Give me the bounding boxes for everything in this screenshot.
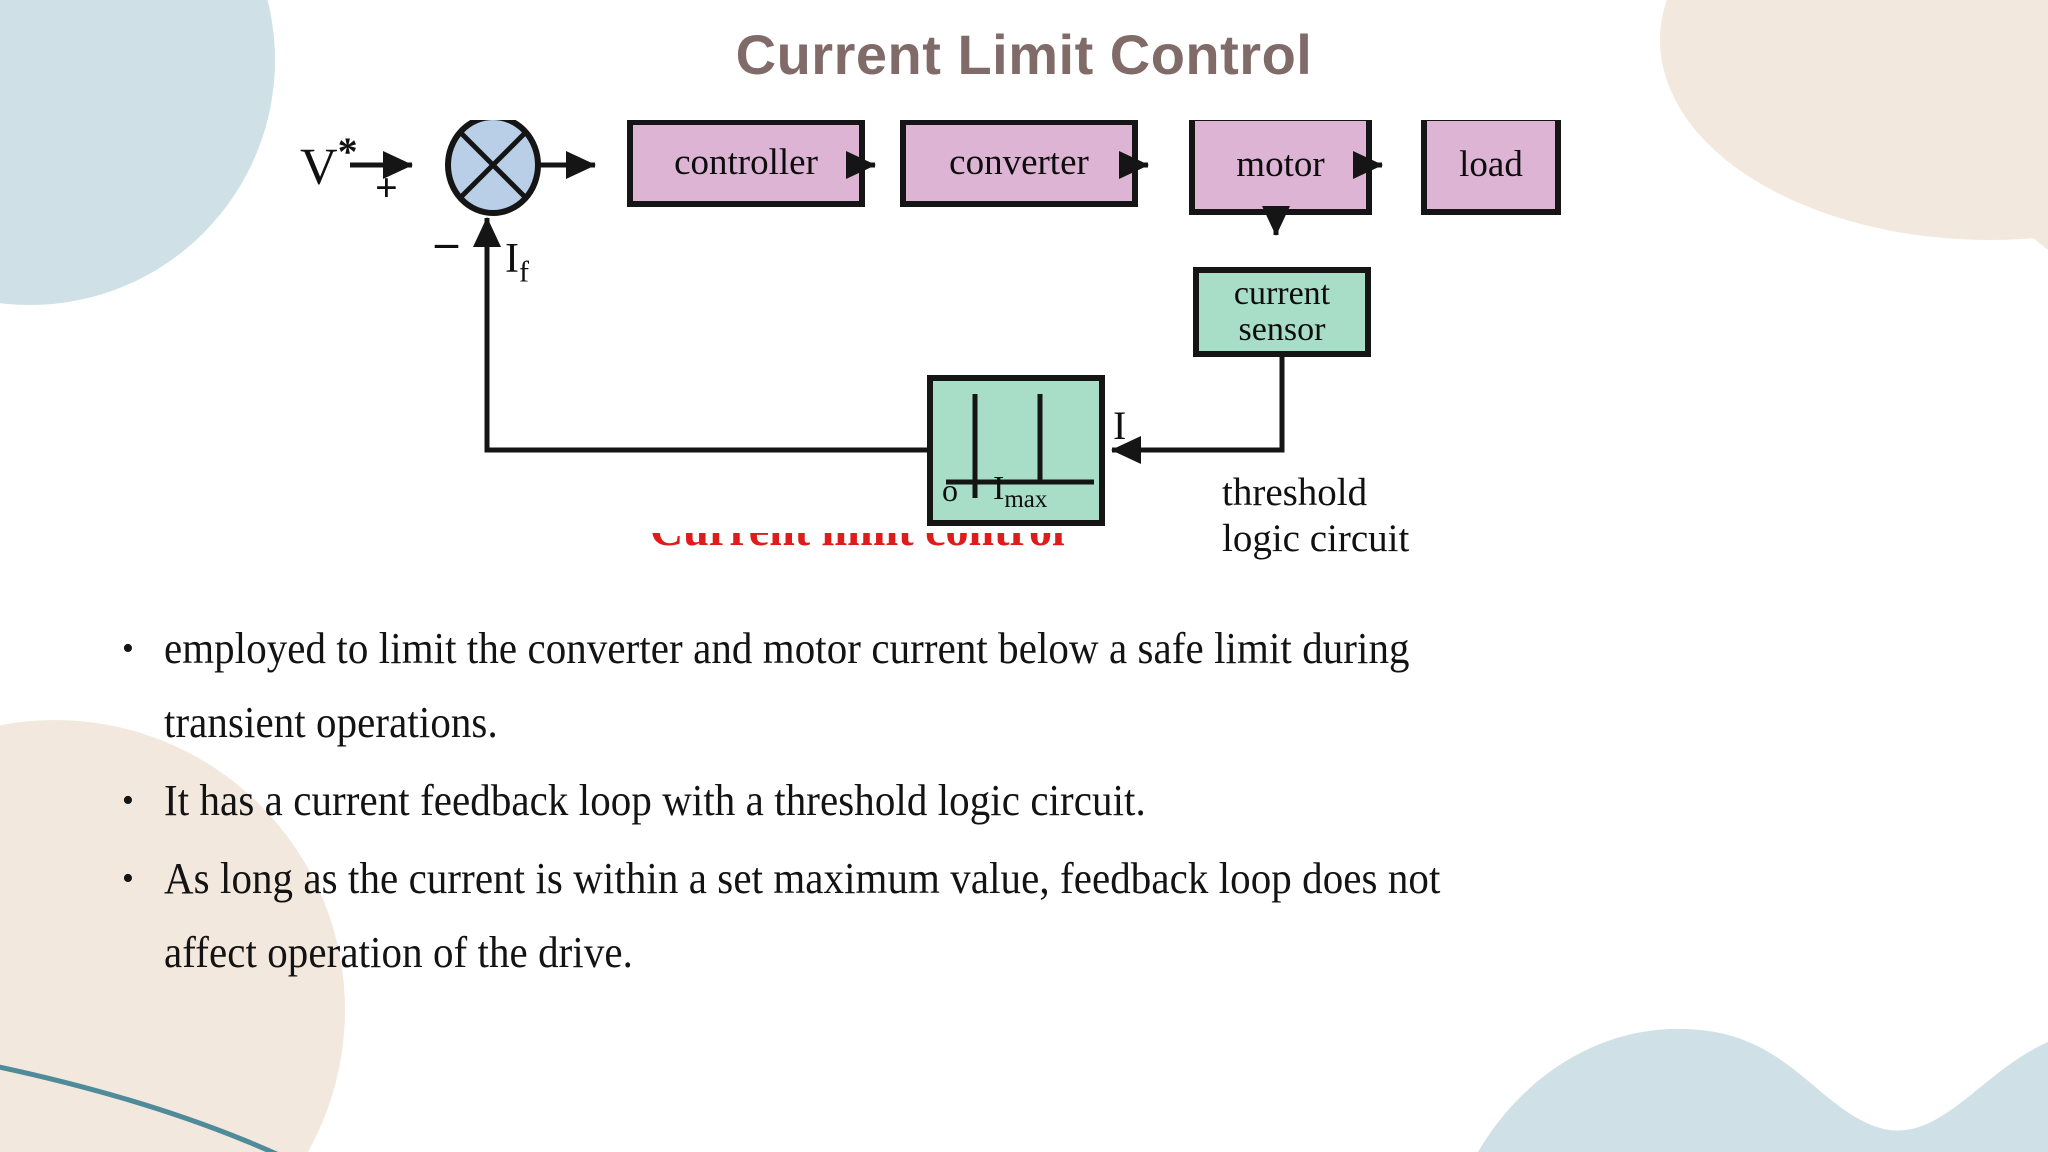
imax-subscript: max [1004,485,1048,513]
bullet-marker: • [122,860,134,897]
bullet-body: It has a current feedback loop with a th… [164,764,1220,838]
list-item: • It has a current feedback loop with a … [112,764,1972,838]
bullet-line: affect operation of the drive. [164,928,633,977]
input-superscript: * [337,129,358,174]
block-controller [627,120,865,207]
imax-symbol: I [993,470,1005,507]
bullet-marker: • [122,782,134,819]
red-caption-clip: Current limit control [650,533,1270,555]
feedback-current-label: If [505,235,529,289]
block-current-sensor [1193,267,1371,357]
threshold-imax-label: Imax [993,470,1047,514]
bullet-line: It has a current feedback loop with a th… [164,776,1146,825]
red-caption: Current limit control [650,533,1065,555]
threshold-origin-label: o [942,472,958,508]
decor-teal-curve [0,1064,279,1152]
bullet-line: transient operations. [164,698,498,747]
current-I-label: I [1113,403,1127,448]
bullet-marker: • [122,630,134,667]
feedback-symbol: I [505,236,519,282]
bullet-line: employed to limit the converter and moto… [164,624,1410,673]
plus-sign-label: + [375,165,398,210]
input-symbol: V [300,138,338,196]
diagram-input-label: V* [300,128,358,196]
block-converter [900,120,1138,207]
block-load [1421,120,1561,215]
bullet-body: employed to limit the converter and moto… [164,612,1503,760]
decor-bottom-right-blue-wave [1478,1028,2048,1152]
page-title: Current Limit Control [735,23,1313,86]
minus-sign-label: – [435,216,458,267]
block-motor [1189,120,1372,215]
feedback-subscript: f [519,255,529,289]
list-item: • As long as the current is within a set… [112,842,1972,990]
block-diagram: summing ---- --> [0,120,2048,560]
list-item: • employed to limit the converter and mo… [112,612,1972,760]
bullet-line: As long as the current is within a set m… [164,854,1441,903]
threshold-annotation-line-1: threshold [1222,471,1368,514]
wire-feedback-path [484,238,930,453]
bullet-list: • employed to limit the converter and mo… [112,612,1972,994]
bullet-body: As long as the current is within a set m… [164,842,1537,990]
wire-sensor-to-threshold [1152,354,1285,453]
